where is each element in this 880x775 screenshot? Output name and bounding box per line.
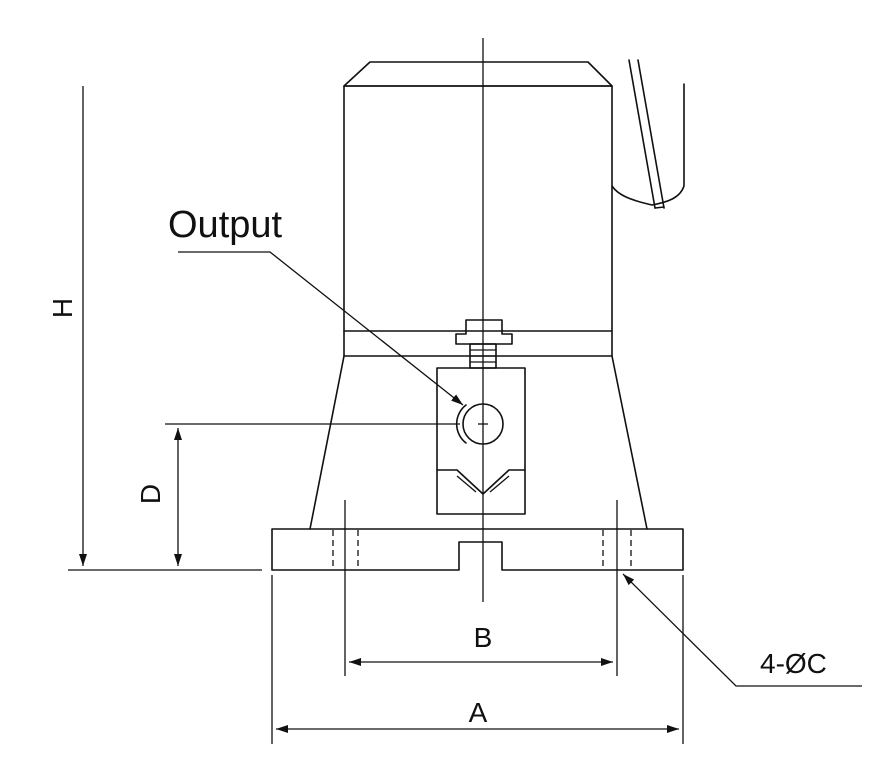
output-leader: [178, 251, 464, 406]
cable-end: [654, 206, 665, 209]
v-groove: [436, 469, 526, 495]
output-clamp-block: [436, 367, 526, 515]
output-label: Output: [168, 204, 283, 246]
hole-spec-label: 4-ØC: [760, 648, 827, 679]
dim-h-label: H: [47, 298, 78, 318]
motor-cap: [343, 61, 613, 87]
motor-body: [343, 85, 613, 357]
pedestal-right-edge: [611, 355, 648, 530]
dim-b-label: B: [474, 622, 493, 653]
v-groove-step-left: [456, 475, 477, 493]
dim-a-label: A: [469, 697, 488, 728]
cable-bracket: [611, 83, 685, 206]
cable-line-inner: [637, 59, 665, 209]
base-plate: [271, 528, 684, 571]
adjust-nut: [455, 319, 513, 345]
dim-d-label: D: [135, 484, 166, 504]
v-groove-step-right: [489, 475, 510, 493]
cable-line-outer: [628, 59, 656, 209]
hole-leader: [622, 573, 862, 687]
pedestal-left-edge: [309, 355, 345, 530]
